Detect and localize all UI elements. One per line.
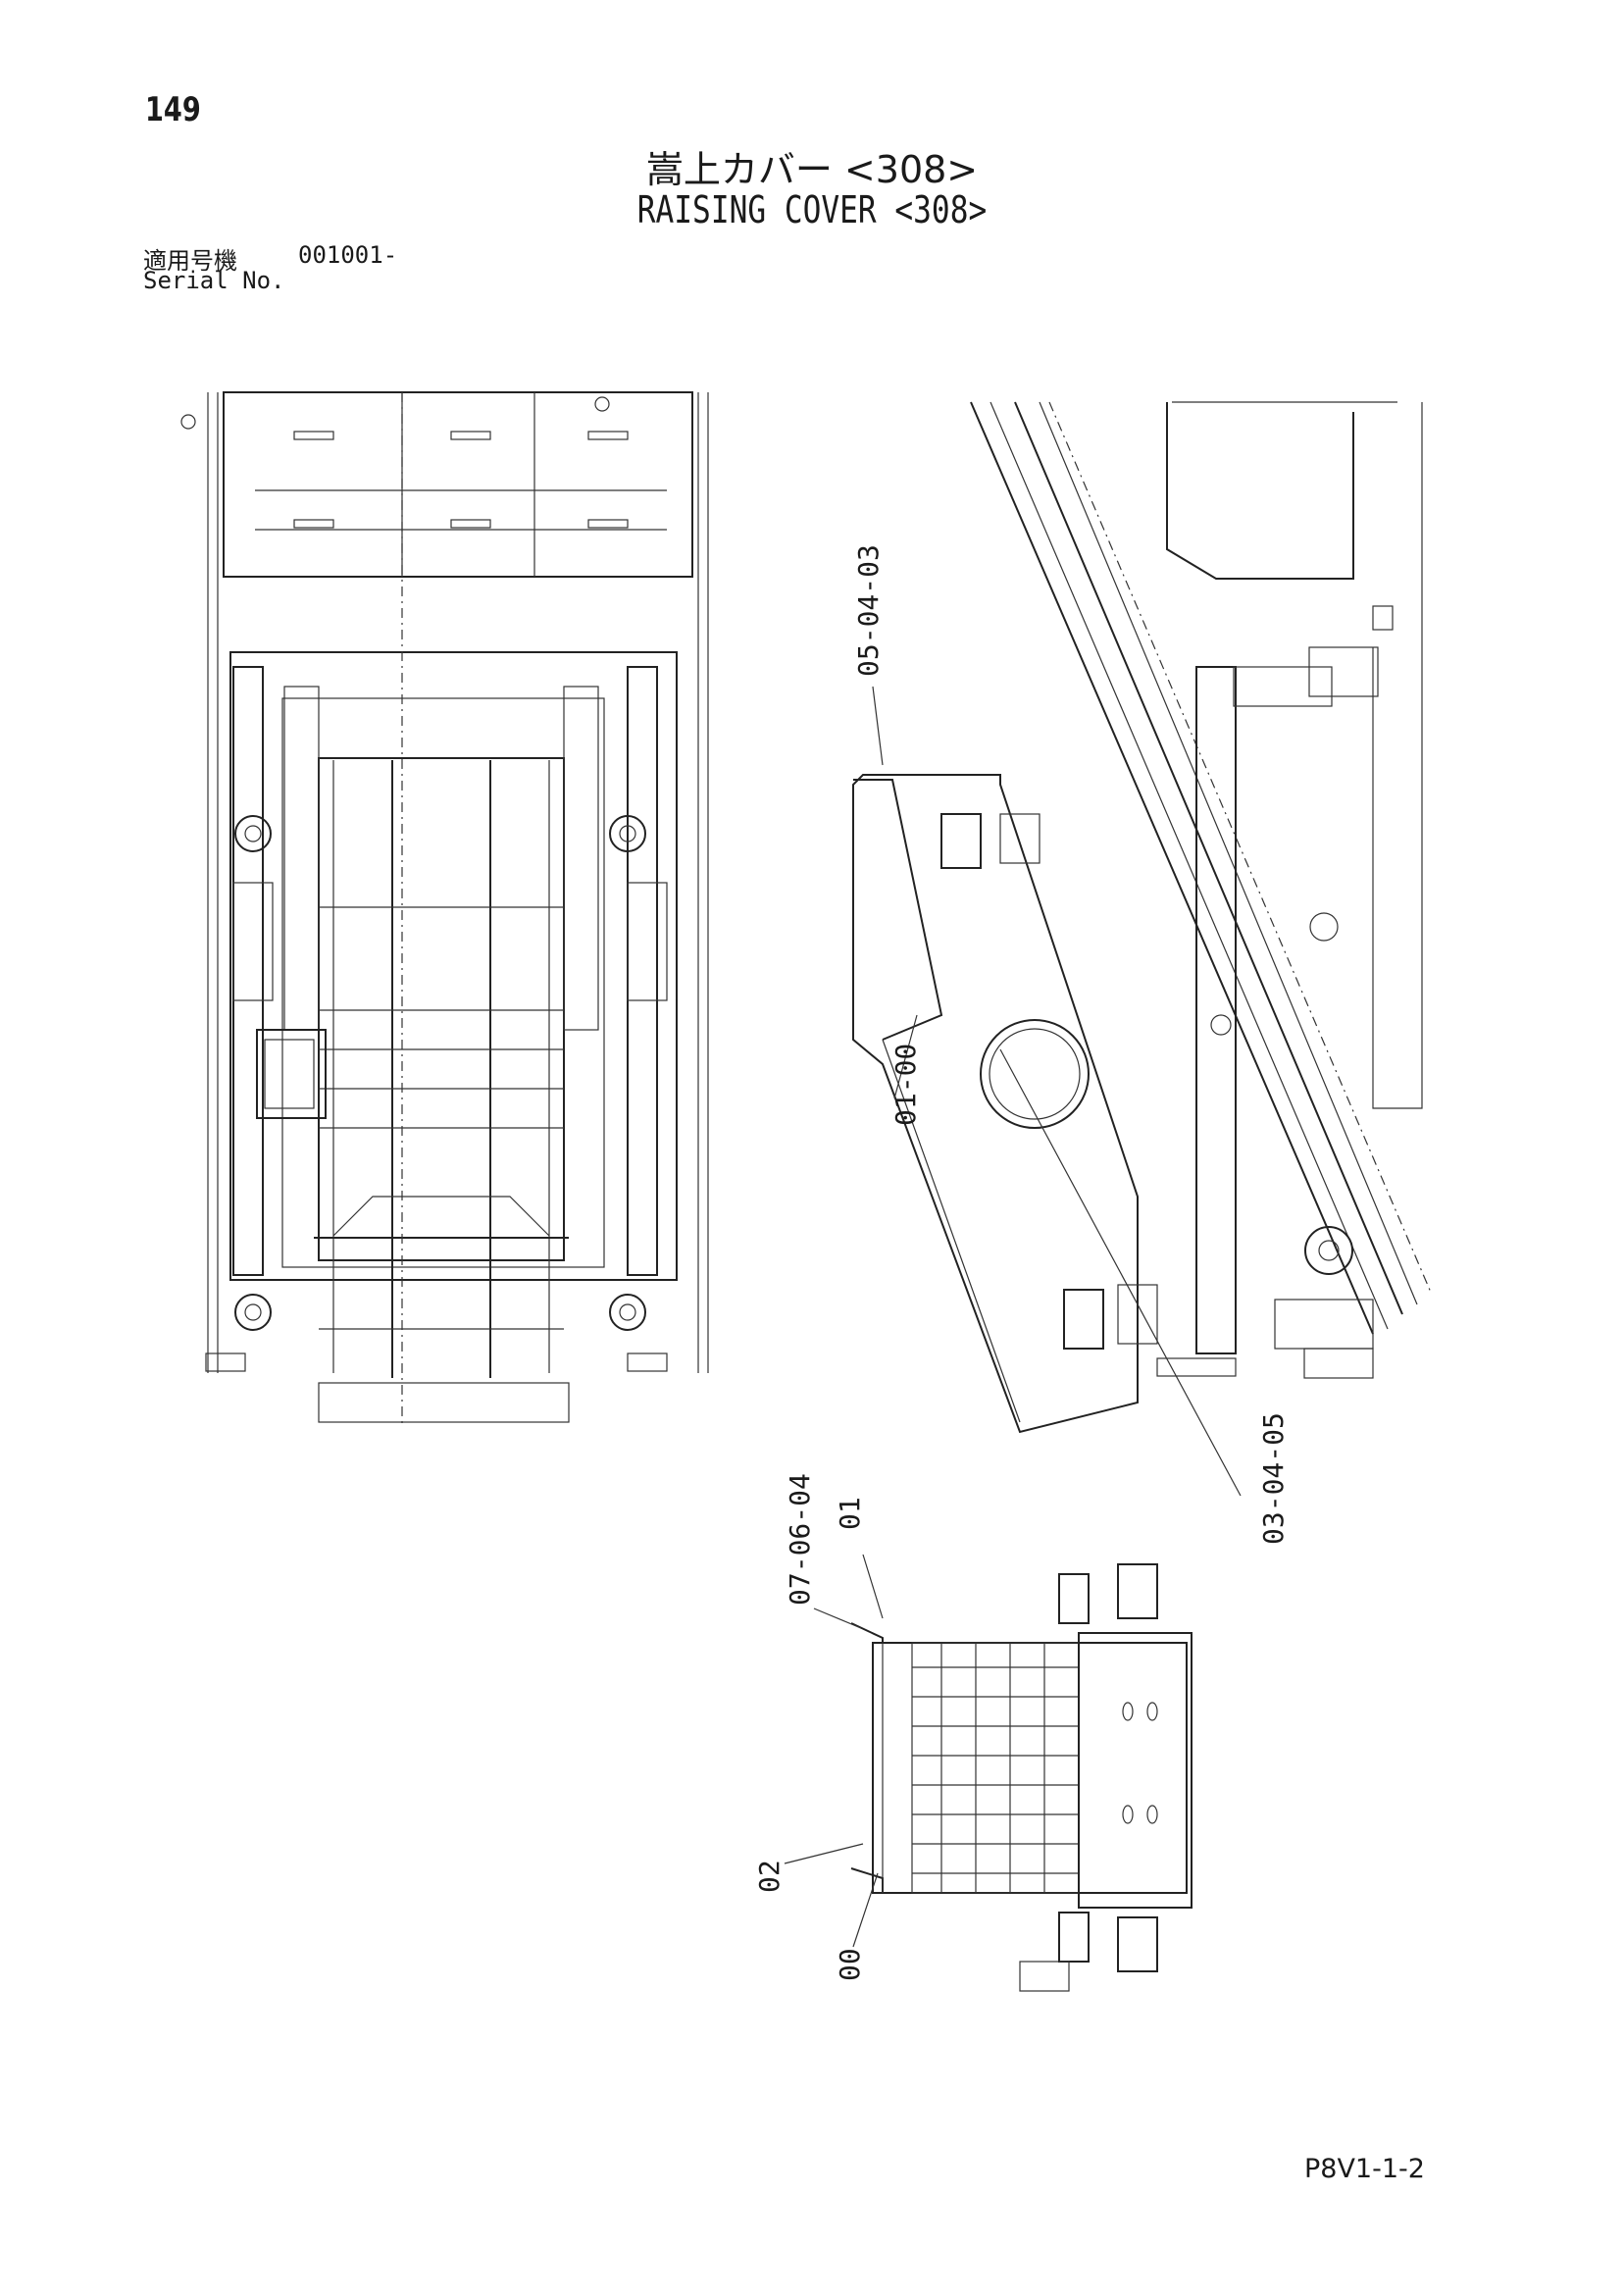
leader-lines [784, 686, 1242, 1948]
callout-05-04-03: 05-04-03 [852, 544, 885, 677]
serial-label-english: Serial No. [143, 267, 285, 294]
page-title-japanese: 嵩上カバー <308> [645, 148, 979, 191]
callout-02: 02 [753, 1860, 786, 1893]
page-number: 149 [145, 90, 201, 129]
drawing-code: P8V1-1-2 [1304, 2154, 1425, 2184]
callout-01-00: 01-00 [889, 1044, 922, 1126]
callout-07-06-04: 07-06-04 [784, 1473, 816, 1606]
serial-number-value: 001001- [298, 241, 398, 269]
plan-view-drawing [180, 391, 709, 1427]
page-title-english: RAISING COVER <308> [636, 188, 988, 231]
callout-03-04-05: 03-04-05 [1257, 1412, 1290, 1545]
callout-00: 00 [834, 1948, 866, 1981]
end-view-drawing [850, 1563, 1193, 1992]
callout-01: 01 [834, 1497, 866, 1530]
side-view-drawing [852, 401, 1433, 1434]
serial-label-japanese: 適用号機 [143, 247, 237, 275]
